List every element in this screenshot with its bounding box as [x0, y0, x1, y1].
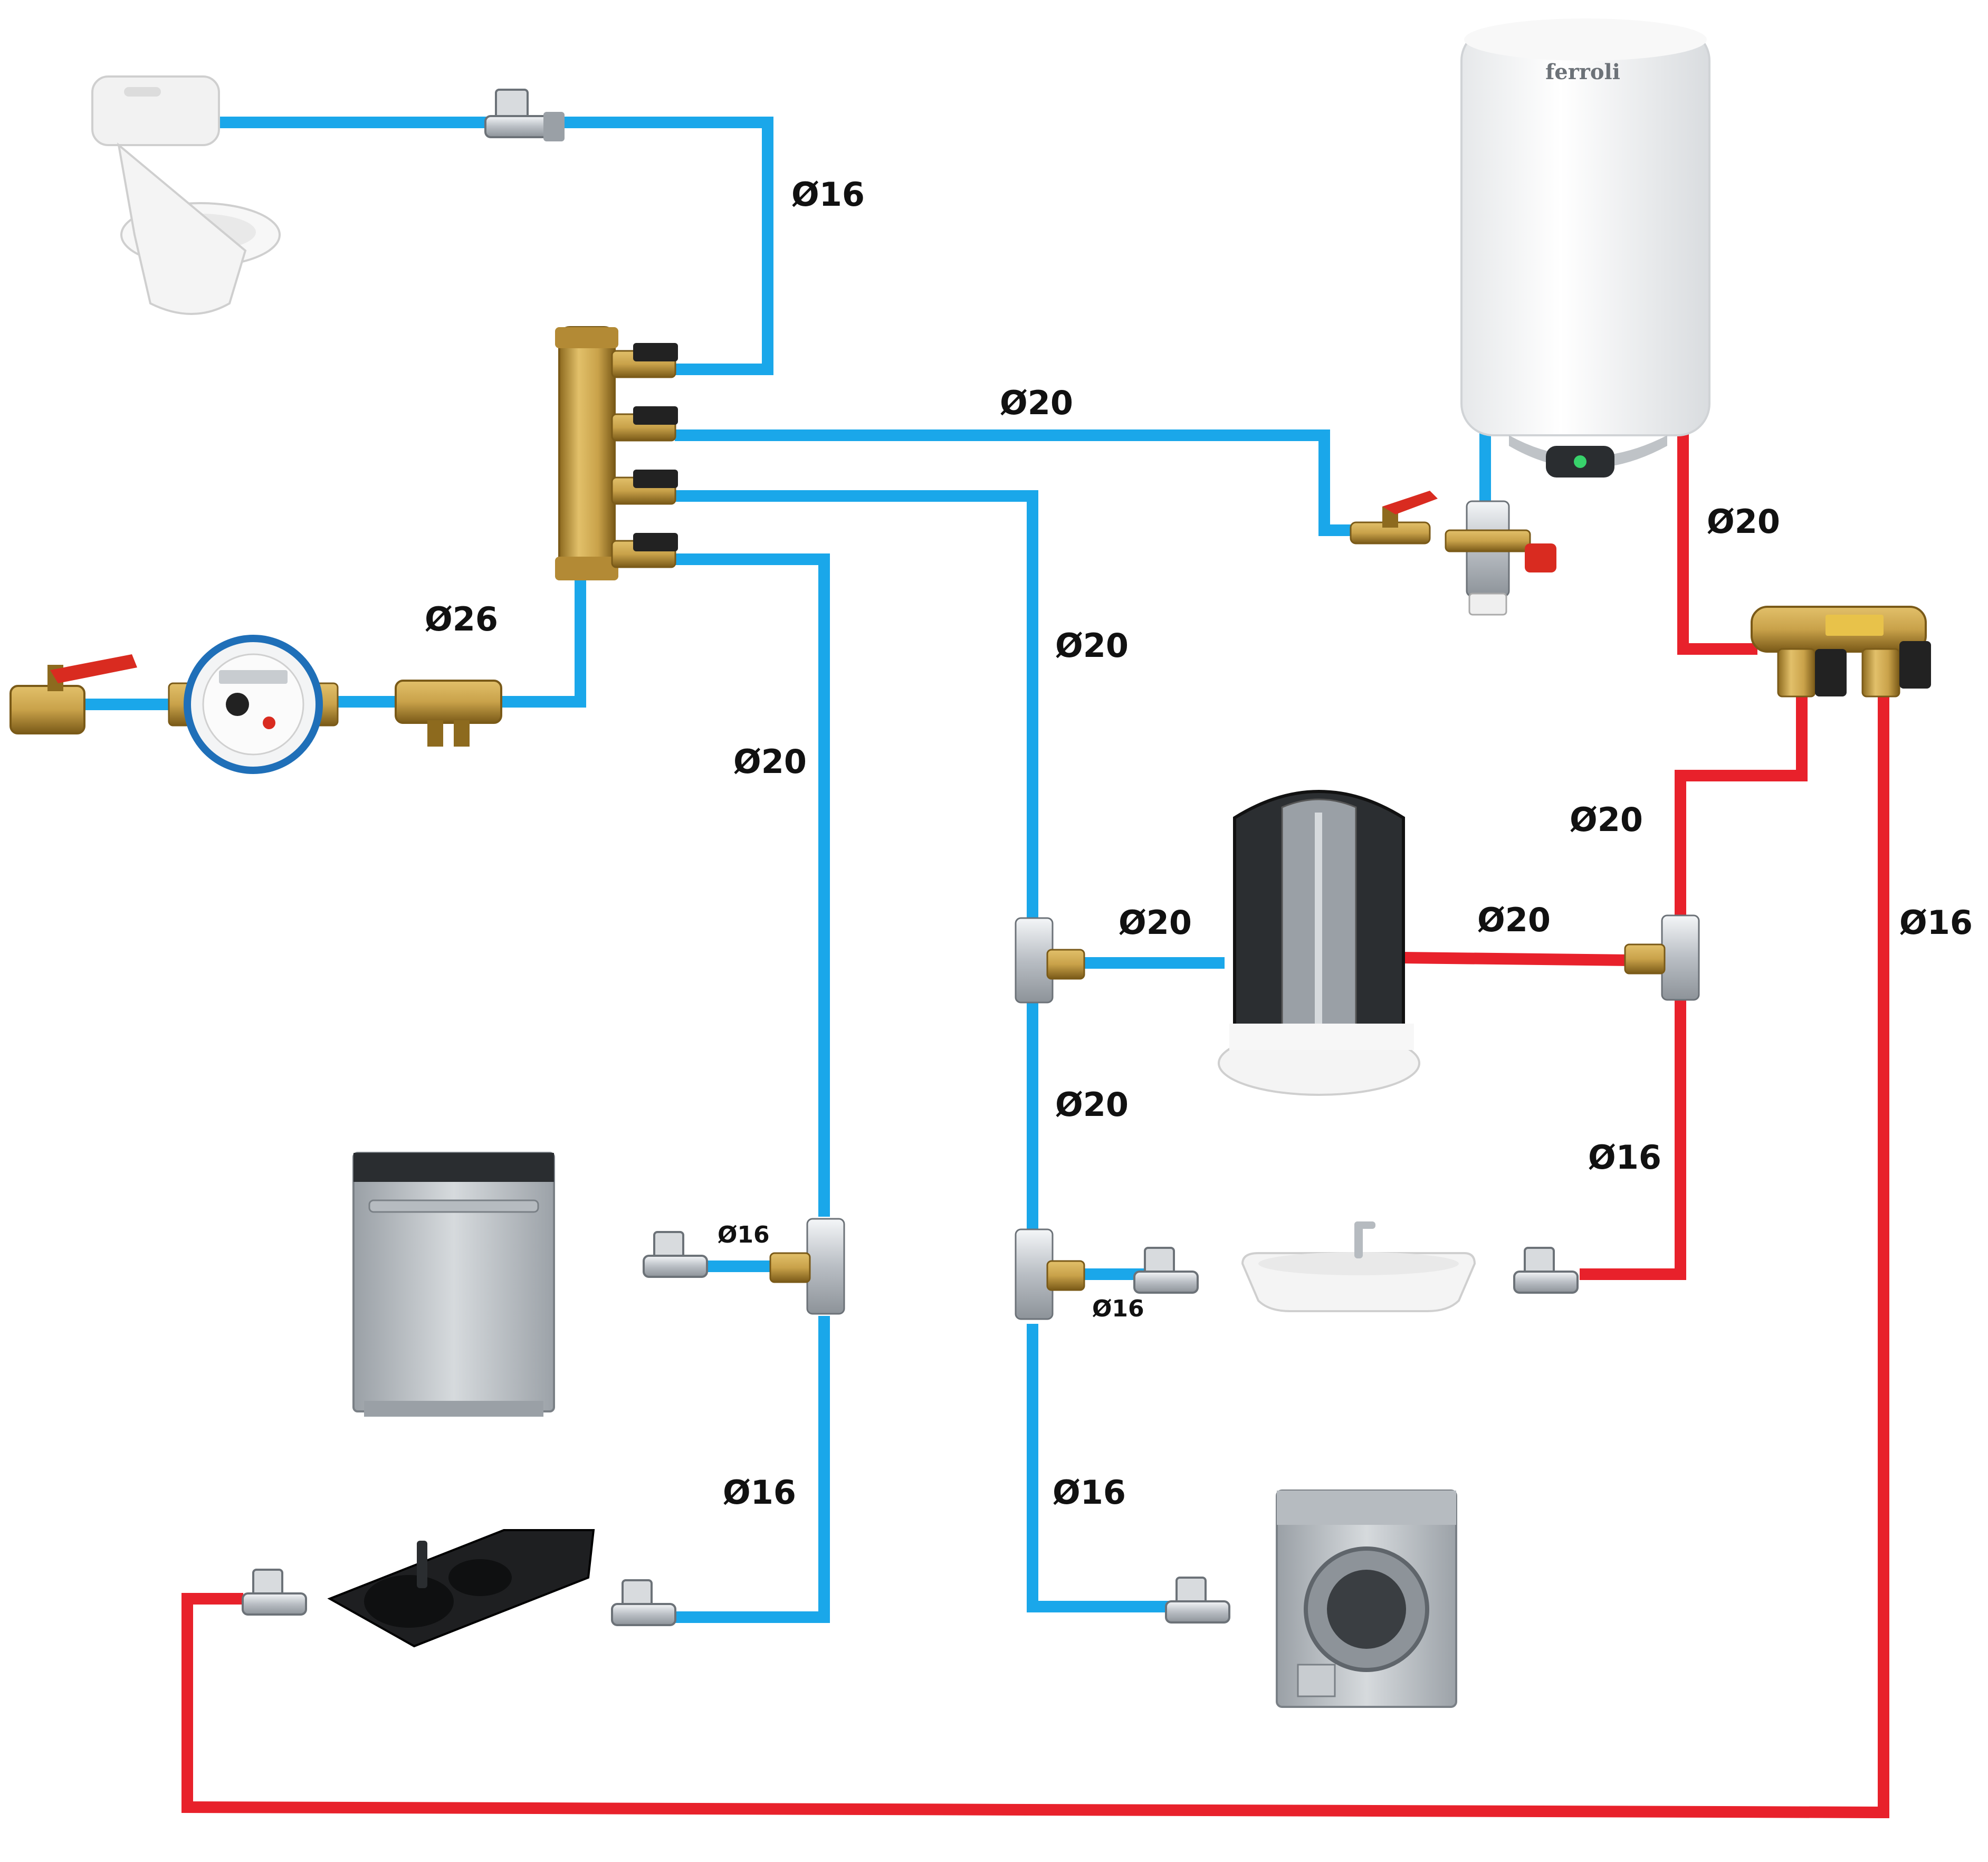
label-inlet-pipe: Ø26	[425, 600, 498, 638]
kitchen-sink	[327, 1529, 595, 1648]
manifold-valve-3[interactable]	[611, 470, 678, 505]
hot-branch-pipe	[1675, 696, 1808, 921]
sink-cold-pipe	[675, 1316, 830, 1623]
label-shower-cold: Ø20	[1119, 903, 1192, 942]
water-meter	[168, 635, 339, 774]
heater-hot-outlet-pipe	[1677, 427, 1757, 655]
manifold-valve-2[interactable]	[611, 406, 678, 442]
bath-washer-pipe	[1027, 1324, 1182, 1612]
manifold-valve-4[interactable]	[611, 533, 678, 568]
manifold-valve-1[interactable]	[611, 343, 678, 378]
label-washer-cold: Ø16	[1053, 1473, 1126, 1512]
cold-manifold	[555, 326, 678, 580]
water-heater: ferroli	[1460, 18, 1710, 478]
heater-brand: ferroli	[1545, 60, 1620, 84]
label-heater-cold-pipe: Ø20	[1000, 384, 1073, 422]
washbasin	[1241, 1221, 1476, 1312]
dishwasher-angle-valve[interactable]	[643, 1231, 708, 1278]
kitchen-riser-pipe	[675, 553, 830, 1217]
washer-angle-valve[interactable]	[1165, 1577, 1230, 1624]
basin-hot-pipe	[1580, 997, 1686, 1280]
hot-manifold	[1751, 606, 1931, 698]
basin-cold-angle-valve[interactable]	[1133, 1247, 1199, 1294]
label-heater-hot-out: Ø20	[1707, 502, 1780, 541]
bath-riser-pipe	[675, 490, 1038, 921]
label-dishwasher-branch: Ø16	[718, 1221, 770, 1248]
label-basin-cold: Ø16	[1092, 1295, 1144, 1322]
label-kitchen-riser: Ø20	[733, 742, 807, 781]
hot-return-pipe	[181, 691, 1889, 1819]
shower-hot-pipe	[1397, 951, 1637, 967]
label-basin-hot: Ø16	[1588, 1138, 1661, 1177]
hot-manifold-valve-2[interactable]	[1899, 641, 1931, 689]
hot-water-pipes	[181, 427, 1889, 1819]
toilet	[91, 75, 281, 315]
heater-cold-pipe	[675, 429, 1356, 536]
shower-cabin	[1218, 790, 1420, 1096]
kitchen-tee	[769, 1218, 845, 1315]
washing-machine	[1276, 1489, 1457, 1708]
label-bath-lower: Ø20	[1055, 1085, 1129, 1124]
label-sink-cold: Ø16	[723, 1473, 796, 1512]
heater-safety-valve[interactable]	[1445, 500, 1556, 616]
label-shower-hot: Ø20	[1477, 901, 1551, 939]
cold-water-pipes	[68, 117, 1491, 1623]
dishwasher	[352, 1152, 555, 1417]
label-hot-branch: Ø20	[1570, 800, 1643, 839]
main-inlet-ball-valve[interactable]	[9, 654, 137, 734]
label-toilet-pipe: Ø16	[791, 175, 865, 214]
sink-cold-angle-valve[interactable]	[611, 1579, 676, 1626]
hot-branch-tee	[1624, 914, 1700, 1001]
check-valve	[395, 680, 502, 747]
pipe-size-labels: Ø16 Ø20 Ø20 Ø26 Ø20 Ø20 Ø20 Ø20 Ø20 Ø16 …	[425, 175, 1973, 1512]
basin-hot-angle-valve[interactable]	[1513, 1247, 1579, 1294]
bath-lower-tee	[1015, 1228, 1085, 1320]
heater-inlet-ball-valve[interactable]	[1350, 491, 1438, 545]
bath-upper-tee	[1015, 917, 1085, 1004]
toilet-supply-pipe	[168, 117, 773, 375]
label-hot-return: Ø16	[1899, 903, 1973, 942]
inlet-pipe-3	[495, 577, 586, 708]
label-bath-riser: Ø20	[1055, 626, 1129, 665]
toilet-angle-valve[interactable]	[484, 89, 565, 141]
sink-hot-angle-valve[interactable]	[242, 1569, 307, 1616]
hot-manifold-valve-1[interactable]	[1815, 649, 1847, 696]
